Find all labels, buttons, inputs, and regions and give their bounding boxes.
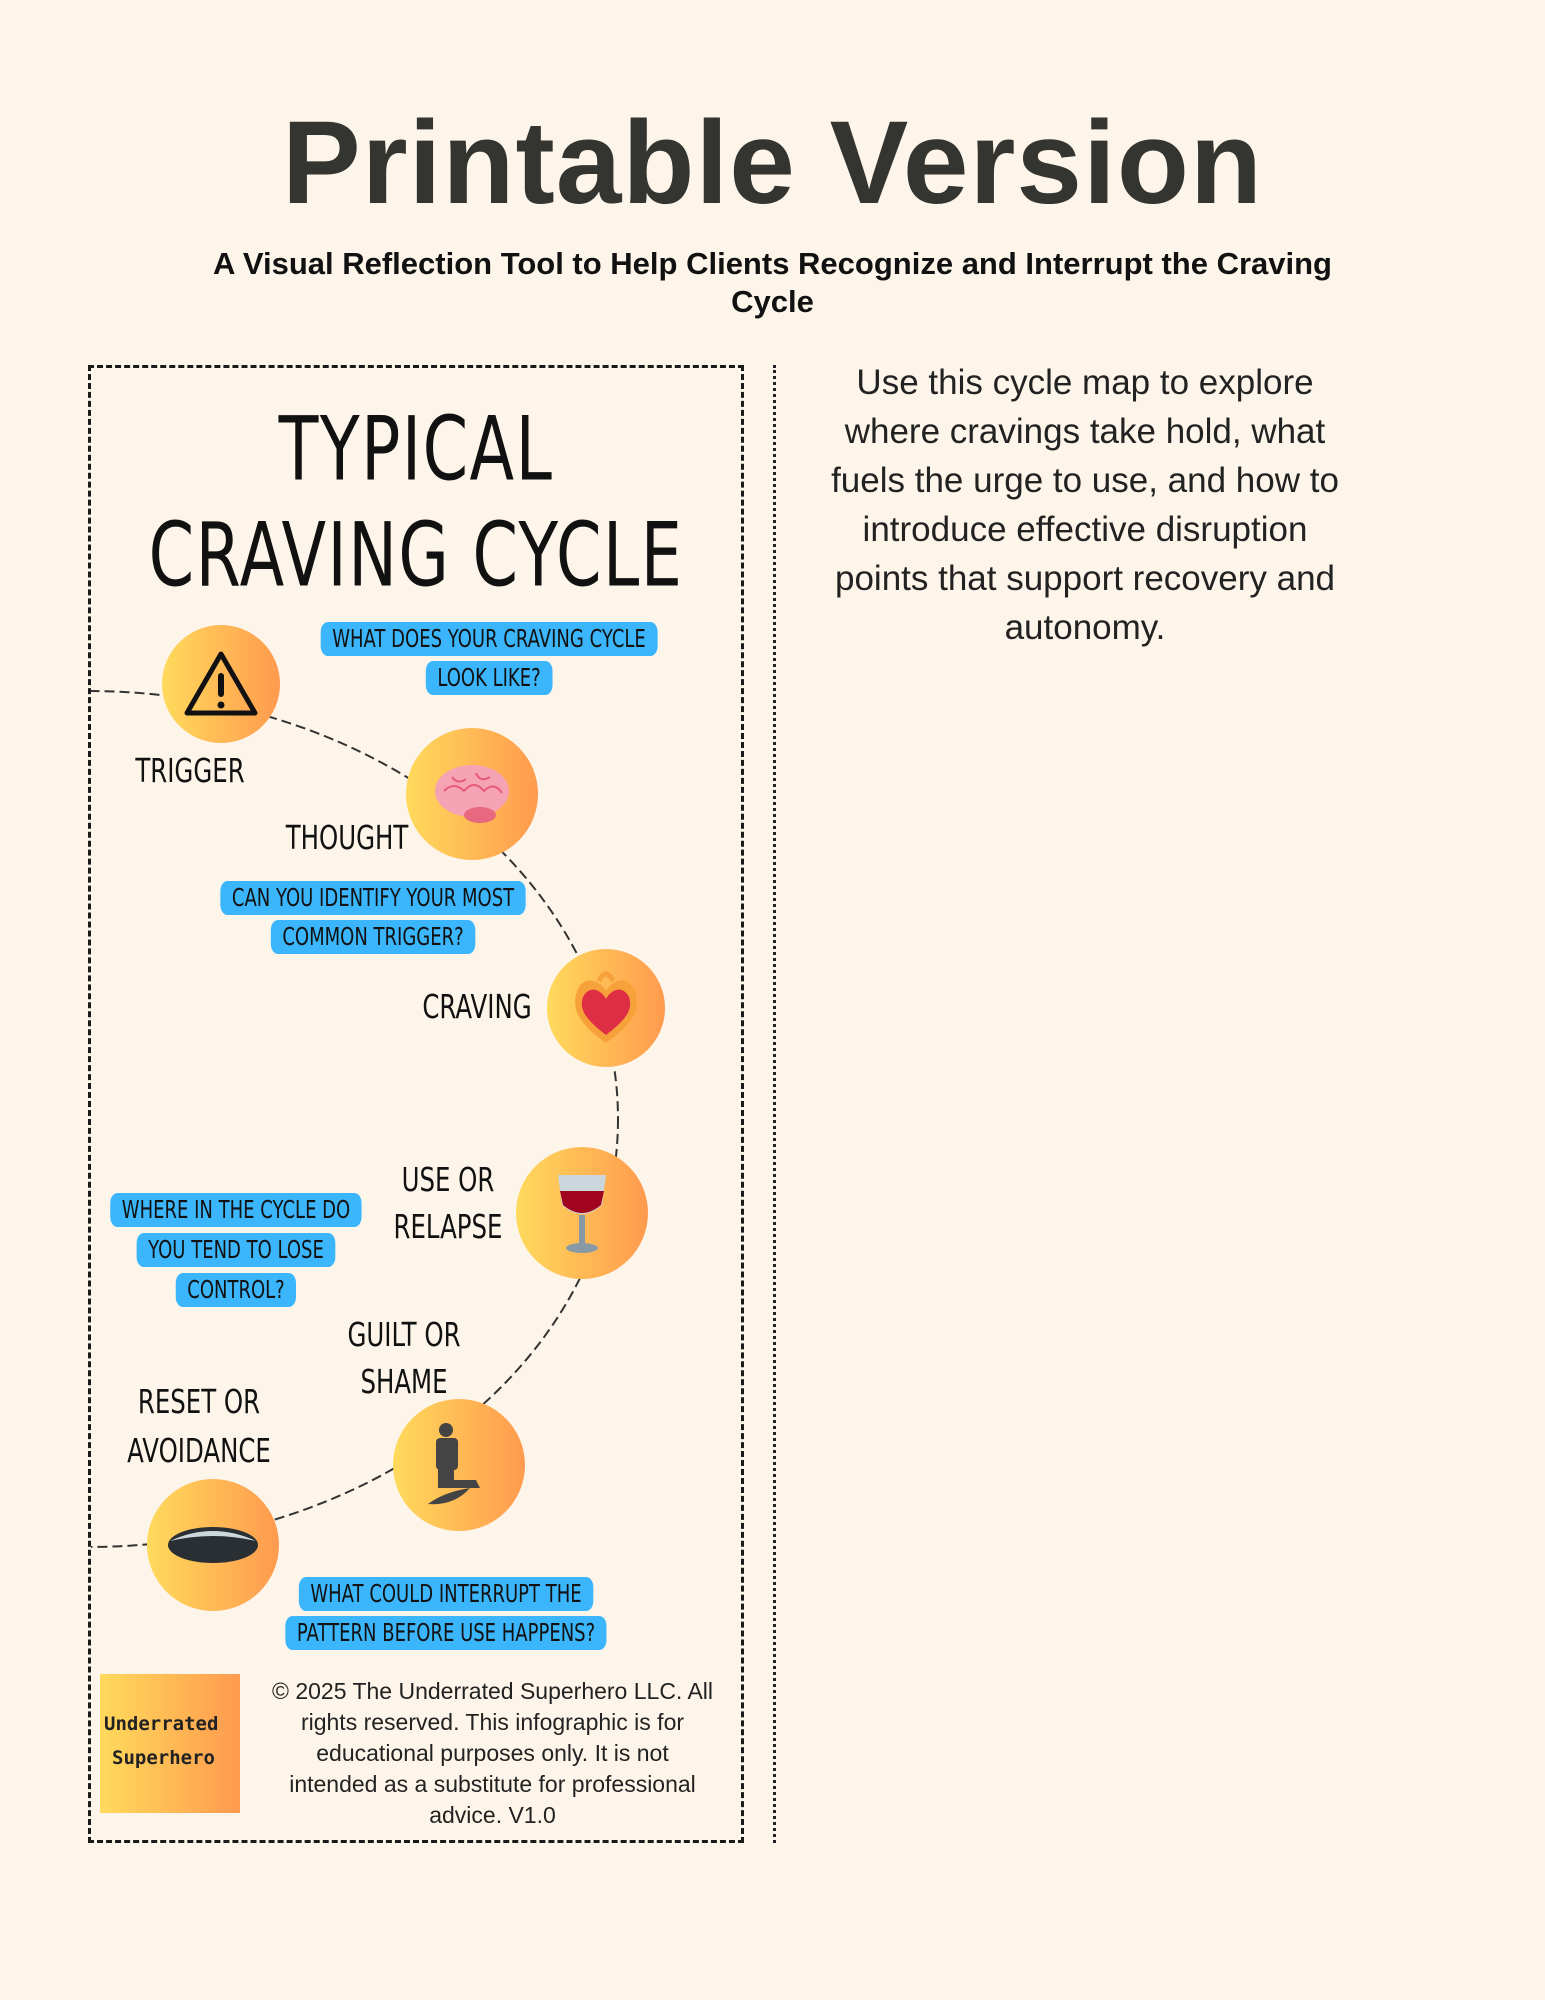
stage-label-reset: AVOIDANCE — [127, 1431, 271, 1470]
stage-label-thought: THOUGHT — [285, 818, 409, 857]
question-bubble: CONTROL? — [175, 1273, 297, 1307]
craving-stage-circle — [547, 949, 665, 1067]
stage-label-use: RELAPSE — [393, 1207, 503, 1246]
stage-label-guilt: GUILT OR — [347, 1315, 461, 1354]
question-bubble: WHAT COULD INTERRUPT THE — [298, 1577, 594, 1611]
copyright-line: intended as a substitute for professiona… — [289, 1771, 696, 1797]
kneeling-person-icon — [428, 1423, 480, 1505]
question-bubble: CAN YOU IDENTIFY YOUR MOST — [220, 881, 526, 915]
reset-stage-circle — [147, 1479, 279, 1611]
description-line: points that support recovery and — [834, 559, 1335, 598]
copyright-line: educational purposes only. It is not — [316, 1740, 669, 1766]
trigger-stage-circle — [162, 625, 280, 743]
description-line: where cravings take hold, what — [844, 412, 1326, 451]
stage-label-use: USE OR — [401, 1160, 495, 1199]
description-line: autonomy. — [1004, 608, 1166, 647]
description-line: Use this cycle map to explore — [856, 363, 1314, 402]
stage-label-guilt: SHAME — [360, 1362, 448, 1401]
question-bubble: WHAT DOES YOUR CRAVING CYCLE — [320, 622, 658, 656]
guilt-stage-circle — [393, 1399, 525, 1531]
description-line: fuels the urge to use, and how to — [831, 461, 1339, 500]
hole-icon — [168, 1527, 258, 1563]
stage-label-craving: CRAVING — [422, 987, 532, 1026]
question-bubble: PATTERN BEFORE USE HAPPENS? — [285, 1616, 607, 1650]
heart-on-fire-icon — [575, 971, 637, 1043]
brand-logo: Underrated Superhero — [100, 1674, 240, 1813]
stage-label-trigger: TRIGGER — [135, 751, 245, 790]
question-bubble: YOU TEND TO LOSE — [136, 1233, 336, 1267]
question-bubble: WHERE IN THE CYCLE DO — [110, 1193, 362, 1227]
copyright-line: rights reserved. This infographic is for — [300, 1709, 685, 1735]
question-bubble: COMMON TRIGGER? — [270, 920, 476, 954]
cycle-arc — [91, 690, 619, 1548]
warning-icon — [184, 651, 258, 716]
page-title: Printable Version — [282, 97, 1263, 229]
infographic-title-line-1: TYPICAL — [278, 397, 554, 501]
infographic-border — [88, 365, 744, 1843]
question-bubble: LOOK LIKE? — [425, 661, 553, 695]
thought-stage-circle — [406, 728, 538, 860]
subtitle-line-1: A Visual Reflection Tool to Help Clients… — [213, 246, 1332, 281]
copyright-line: © 2025 The Underrated Superhero LLC. All — [271, 1678, 714, 1704]
subtitle-line-2: Cycle — [731, 284, 814, 319]
copyright-notice: © 2025 The Underrated Superhero LLC. All… — [245, 1676, 740, 1831]
brain-icon — [435, 765, 509, 823]
logo-text: Underrated — [104, 1713, 219, 1735]
logo-text: Superhero — [112, 1747, 215, 1769]
dotted-divider — [773, 365, 776, 1843]
infographic-title-line-2: CRAVING CYCLE — [148, 503, 684, 607]
stage-label-reset: RESET OR — [137, 1382, 261, 1421]
use-stage-circle — [516, 1147, 648, 1279]
copyright-line: advice. V1.0 — [429, 1802, 556, 1828]
wine-glass-icon — [558, 1175, 606, 1253]
description-line: introduce effective disruption — [862, 510, 1308, 549]
